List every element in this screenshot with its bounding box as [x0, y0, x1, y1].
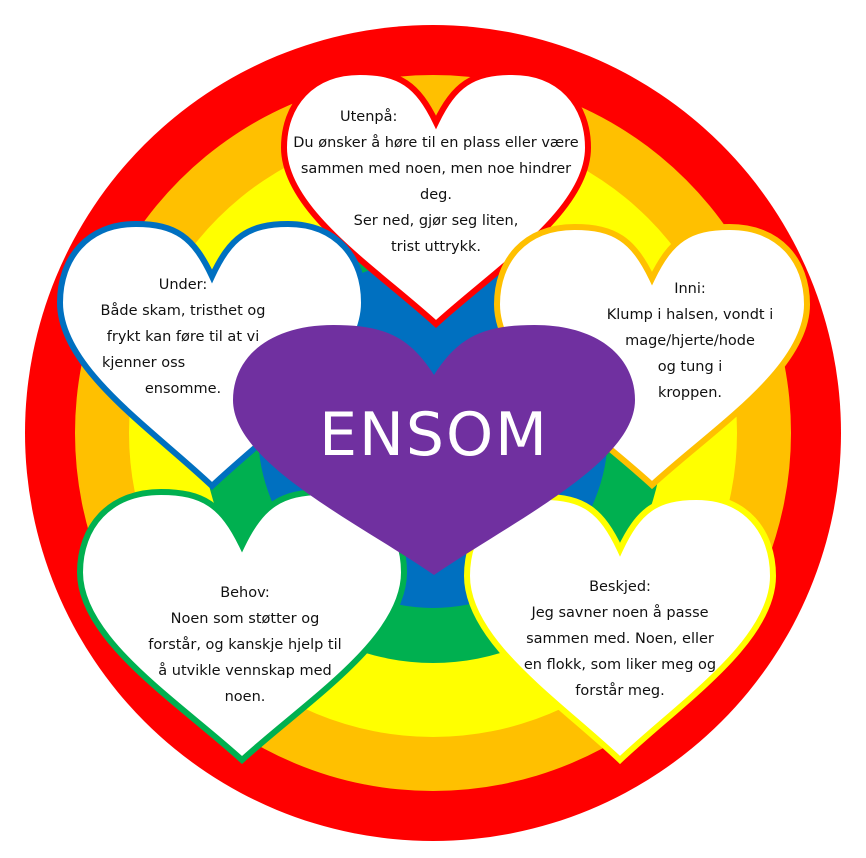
line: deg. [420, 187, 452, 203]
center-title: ENSOM [319, 400, 549, 470]
line: Klump i halsen, vondt i [606, 307, 774, 323]
heart-inni-text: Inni: Klump i halsen, vondt i mage/hjert… [590, 276, 790, 406]
line: ensomme. [144, 381, 222, 397]
line: Du ønsker å høre til en plass eller være [293, 135, 579, 151]
heart-inni [493, 223, 811, 490]
heart-utenpa [280, 68, 592, 329]
line: mage/hjerte/hode [625, 333, 755, 349]
heading: Beskjed: [589, 579, 651, 595]
heart-under [56, 220, 368, 491]
line: frykt kan føre til at vi [106, 329, 260, 345]
line: trist uttrykk. [390, 239, 482, 255]
heart-behov-text: Behov: Noen som støtter og forstår, og k… [140, 580, 350, 710]
heart-utenpa-text: Utenpå: Du ønsker å høre til en plass el… [282, 104, 590, 260]
line: en flokk, som liker meg og [523, 657, 717, 673]
line: og tung i [657, 359, 723, 375]
line: forstår, og kanskje hjelp til [148, 637, 342, 653]
line: Ser ned, gjør seg liten, [353, 213, 519, 229]
line: kroppen. [657, 385, 723, 401]
heading: Behov: [220, 585, 270, 601]
heading: Utenpå: [340, 109, 398, 125]
line: Noen som støtter og [170, 611, 320, 627]
heart-under-text: Under: Både skam, tristhet og frykt kan … [88, 272, 278, 402]
line: noen. [224, 689, 266, 705]
line: Jeg savner noen å passe [531, 605, 709, 621]
line: å utvikle vennskap med [158, 663, 332, 679]
heart-ensom [233, 325, 635, 575]
line: forstår meg. [575, 683, 665, 699]
heart-beskjed-text: Beskjed: Jeg savner noen å passe sammen … [515, 574, 725, 704]
line: Både skam, tristhet og [100, 303, 266, 319]
line: sammen med. Noen, eller [526, 631, 714, 647]
line: kjenner oss [102, 355, 186, 371]
heading: Inni: [674, 281, 706, 297]
line: sammen med noen, men noe hindrer [300, 161, 572, 177]
heading: Under: [158, 277, 208, 293]
